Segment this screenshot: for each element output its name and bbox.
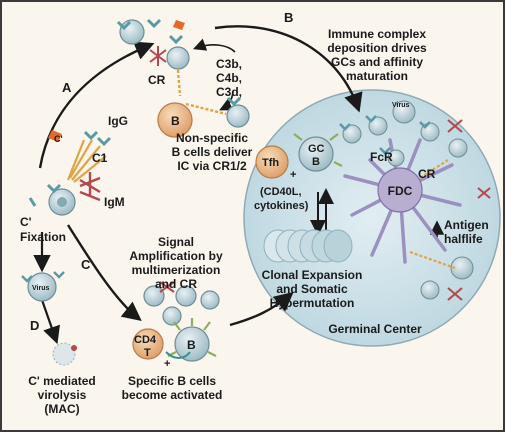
gc-immune-complexes	[339, 100, 491, 301]
label-c3d: C3d,	[216, 85, 242, 99]
label-fcr: FcR	[370, 150, 393, 164]
label-cd40l-2: cytokines)	[254, 200, 309, 212]
fdc-cell	[343, 138, 462, 264]
tfh-cell	[255, 145, 289, 179]
arrow-c	[66, 224, 142, 321]
label-specific-2: become activated	[122, 388, 223, 402]
gc-b-cell	[293, 133, 343, 172]
label-cd40l-1: (CD40L,	[260, 186, 302, 198]
label-b: B	[284, 10, 293, 25]
label-virus: Virus	[32, 285, 49, 292]
label-cr-fdc: CR	[418, 167, 436, 181]
label-cd4-1: CD4	[134, 334, 157, 346]
label-igg: IgG	[108, 114, 128, 128]
label-signal-1: Signal	[158, 235, 194, 249]
label-c4b: C4b,	[216, 71, 242, 85]
label-mac-2: virolysis	[38, 388, 87, 402]
label-nonspecific-3: IC via CR1/2	[177, 159, 247, 173]
label-antigen-1: Antigen	[444, 218, 489, 232]
arrow-c3-up	[193, 38, 236, 53]
label-clonal-3: Hypermutation	[270, 296, 355, 310]
label-cd4-2: T	[144, 347, 151, 359]
label-signal-3: multimerization	[132, 263, 221, 277]
label-b-specific: B	[187, 338, 196, 352]
label-gc-b-2: B	[312, 156, 320, 168]
label-fixation-1: C'	[20, 215, 32, 229]
label-immune-4: maturation	[346, 69, 408, 83]
clonal-expansion-cells	[263, 229, 353, 263]
label-plus-gc: +	[290, 169, 296, 181]
label-tfh: Tfh	[262, 157, 279, 169]
label-d: D	[30, 318, 39, 333]
lysed-virus	[52, 342, 77, 366]
label-specific-1: Specific B cells	[128, 374, 216, 388]
label-plus-specific: +	[164, 358, 170, 370]
label-antigen-2: halflife	[444, 232, 483, 246]
arrow-to-gc	[229, 291, 294, 327]
nonspecific-b-cell	[157, 102, 193, 138]
label-cr: CR	[148, 73, 166, 87]
label-nonspecific-1: Non-specific	[176, 131, 248, 145]
label-fdc: FDC	[388, 184, 413, 198]
label-signal-2: Amplification by	[129, 249, 223, 263]
label-c-prime: C'	[54, 134, 63, 144]
label-immune-3: GCs and affinity	[331, 55, 423, 69]
label-fixation-2: Fixation	[20, 230, 66, 244]
arrow-d	[40, 299, 60, 345]
label-c: C	[81, 257, 91, 272]
label-nonspecific-2: B cells deliver	[172, 145, 253, 159]
label-b-nonspecific: B	[171, 114, 180, 128]
arrow-a	[38, 41, 155, 169]
label-mac-1: C' mediated	[28, 374, 96, 388]
label-mac-3: (MAC)	[44, 402, 79, 416]
label-a: A	[62, 80, 72, 95]
label-signal-4: and CR	[155, 277, 197, 291]
label-virus-gc: Virus	[392, 102, 409, 109]
c1-complex	[28, 130, 112, 216]
arrow-b	[214, 25, 363, 113]
label-gc-b-1: GC	[308, 143, 325, 155]
virus-particle	[21, 271, 65, 302]
arrow-c3-down	[219, 91, 234, 111]
top-immune-complexes	[116, 18, 250, 128]
label-germinal-center: Germinal Center	[328, 322, 422, 336]
label-clonal-2: and Somatic	[276, 282, 348, 296]
label-immune-1: Immune complex	[328, 27, 426, 41]
label-immune-2: deposition drives	[327, 41, 427, 55]
specific-b-cell-group	[132, 281, 220, 362]
label-c3b: C3b,	[216, 57, 242, 71]
label-igm: IgM	[104, 195, 125, 209]
label-c1: C1	[92, 151, 108, 165]
label-clonal-1: Clonal Expansion	[262, 268, 363, 282]
